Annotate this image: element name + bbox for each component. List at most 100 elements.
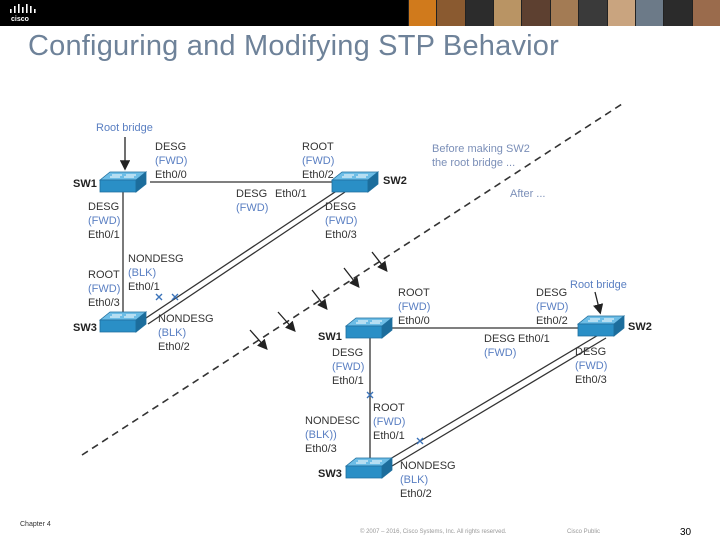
svg-text:Eth0/2: Eth0/2 <box>302 169 334 181</box>
sw1-after-name: SW1 <box>318 331 342 343</box>
port-label-sw1-eth00-after: ROOT (FWD) Eth0/0 <box>398 287 430 327</box>
header-photo <box>549 0 579 26</box>
svg-text:Eth0/3: Eth0/3 <box>88 297 120 309</box>
sw2-after-name: SW2 <box>628 321 652 333</box>
svg-text:(BLK): (BLK) <box>128 267 156 279</box>
svg-text:ROOT: ROOT <box>373 402 405 414</box>
copyright-text: © 2007 – 2016, Cisco Systems, Inc. All r… <box>360 529 507 535</box>
sw3-before-name: SW3 <box>73 322 97 334</box>
svg-text:(BLK)): (BLK)) <box>305 429 337 441</box>
port-label-sw2-eth03-after: DESG (FWD) Eth0/3 <box>575 346 607 386</box>
link-sw2-sw3-before-a <box>139 189 339 323</box>
svg-text:Eth0/1: Eth0/1 <box>275 188 307 200</box>
port-label-sw2-eth03-before: DESG (FWD) Eth0/3 <box>325 201 357 241</box>
svg-text:cisco: cisco <box>11 16 29 23</box>
svg-text:(FWD): (FWD) <box>325 215 357 227</box>
port-label-sw2-eth01-before: DESG (FWD) Eth0/1 <box>236 188 307 214</box>
header-bar: cisco <box>0 0 720 26</box>
port-label-sw3-eth02-before: NONDESG (BLK) Eth0/2 <box>158 313 214 353</box>
port-label-sw3-eth02-after: NONDESG (BLK) Eth0/2 <box>400 460 456 500</box>
svg-text:Eth0/1: Eth0/1 <box>128 281 160 293</box>
svg-text:NONDESG: NONDESG <box>128 253 184 265</box>
page-number: 30 <box>680 527 692 538</box>
svg-text:Eth0/0: Eth0/0 <box>398 315 430 327</box>
svg-text:(FWD): (FWD) <box>88 215 120 227</box>
svg-text:NONDESG: NONDESG <box>158 313 214 325</box>
after-note: After ... <box>510 188 545 200</box>
header-photo <box>578 0 607 26</box>
svg-text:NONDESC: NONDESC <box>305 415 360 427</box>
sw2-before-name: SW2 <box>383 175 407 187</box>
svg-text:Eth0/1: Eth0/1 <box>332 375 364 387</box>
link-sw2-sw3-after-b <box>391 337 607 467</box>
port-label-sw3-eth03-before: ROOT (FWD) Eth0/3 <box>88 269 120 309</box>
svg-text:Eth0/3: Eth0/3 <box>575 374 607 386</box>
svg-text:(FWD): (FWD) <box>332 361 364 373</box>
svg-text:Eth0/1: Eth0/1 <box>518 333 550 345</box>
root-bridge-label-before: Root bridge <box>96 122 153 134</box>
svg-text:(BLK): (BLK) <box>158 327 186 339</box>
svg-text:(FWD): (FWD) <box>155 155 187 167</box>
svg-text:ROOT: ROOT <box>88 269 120 281</box>
port-label-sw2-eth02-before: ROOT (FWD) Eth0/2 <box>302 141 334 181</box>
svg-text:(FWD): (FWD) <box>88 283 120 295</box>
root-bridge-arrow-after <box>593 291 604 315</box>
svg-text:(FWD): (FWD) <box>536 301 568 313</box>
svg-text:Eth0/3: Eth0/3 <box>325 229 357 241</box>
svg-text:ROOT: ROOT <box>302 141 334 153</box>
header-photo <box>606 0 635 26</box>
svg-text:(FWD): (FWD) <box>236 202 268 214</box>
port-label-sw1-eth01-after: DESG (FWD) Eth0/1 <box>332 347 364 387</box>
classification-text: Cisco Public <box>567 529 601 535</box>
svg-text:DESG: DESG <box>536 287 567 299</box>
before-note-line2: the root bridge ... <box>432 157 515 169</box>
link-sw2-sw3-before-b <box>147 191 346 325</box>
svg-text:Eth0/1: Eth0/1 <box>373 430 405 442</box>
svg-text:DESG: DESG <box>332 347 363 359</box>
port-label-sw3-eth01-after: ROOT (FWD) Eth0/1 <box>373 402 405 442</box>
switch-sw2-after-icon <box>577 315 625 337</box>
svg-text:Eth0/2: Eth0/2 <box>536 315 568 327</box>
cisco-logo: cisco <box>10 4 36 23</box>
svg-text:(FWD): (FWD) <box>575 360 607 372</box>
svg-text:(FWD): (FWD) <box>398 301 430 313</box>
header-photo <box>663 0 692 26</box>
switch-sw2-before-icon <box>331 171 379 193</box>
switch-sw3-before-icon <box>99 311 147 333</box>
port-label-sw1-eth00-before: DESG (FWD) Eth0/0 <box>155 141 187 181</box>
svg-text:(FWD): (FWD) <box>302 155 334 167</box>
svg-text:ROOT: ROOT <box>398 287 430 299</box>
header-photo <box>634 0 664 26</box>
port-label-sw3-eth03-after: NONDESC (BLK)) Eth0/3 <box>305 415 360 455</box>
chapter-label: Chapter 4 <box>20 521 51 528</box>
svg-text:(FWD): (FWD) <box>373 416 405 428</box>
port-label-sw1-eth01-before: DESG (FWD) Eth0/1 <box>88 201 120 241</box>
svg-text:(FWD): (FWD) <box>484 347 516 359</box>
svg-text:DESG: DESG <box>484 333 515 345</box>
port-label-sw2-eth02-after: DESG (FWD) Eth0/2 <box>536 287 568 327</box>
sw3-after-name: SW3 <box>318 468 342 480</box>
svg-text:DESG: DESG <box>236 188 267 200</box>
svg-text:Eth0/0: Eth0/0 <box>155 169 187 181</box>
root-bridge-label-after: Root bridge <box>570 279 627 291</box>
before-note-line1: Before making SW2 <box>432 143 530 155</box>
svg-text:Eth0/1: Eth0/1 <box>88 229 120 241</box>
header-photo <box>464 0 494 26</box>
svg-text:DESG: DESG <box>88 201 119 213</box>
svg-text:Eth0/2: Eth0/2 <box>158 341 190 353</box>
svg-text:DESG: DESG <box>575 346 606 358</box>
header-photo <box>436 0 465 26</box>
header-photo <box>493 0 522 26</box>
switch-sw1-after-icon <box>345 317 393 339</box>
header-photo <box>691 0 720 26</box>
svg-text:NONDESG: NONDESG <box>400 460 456 472</box>
blocked-x-icon <box>155 293 424 445</box>
header-photo-strip <box>408 0 720 26</box>
transition-arrows <box>249 251 388 350</box>
slide-title: Configuring and Modifying STP Behavior <box>28 30 559 62</box>
svg-text:Eth0/2: Eth0/2 <box>400 488 432 500</box>
svg-text:DESG: DESG <box>155 141 186 153</box>
svg-text:(BLK): (BLK) <box>400 474 428 486</box>
switch-sw3-after-icon <box>345 457 393 479</box>
